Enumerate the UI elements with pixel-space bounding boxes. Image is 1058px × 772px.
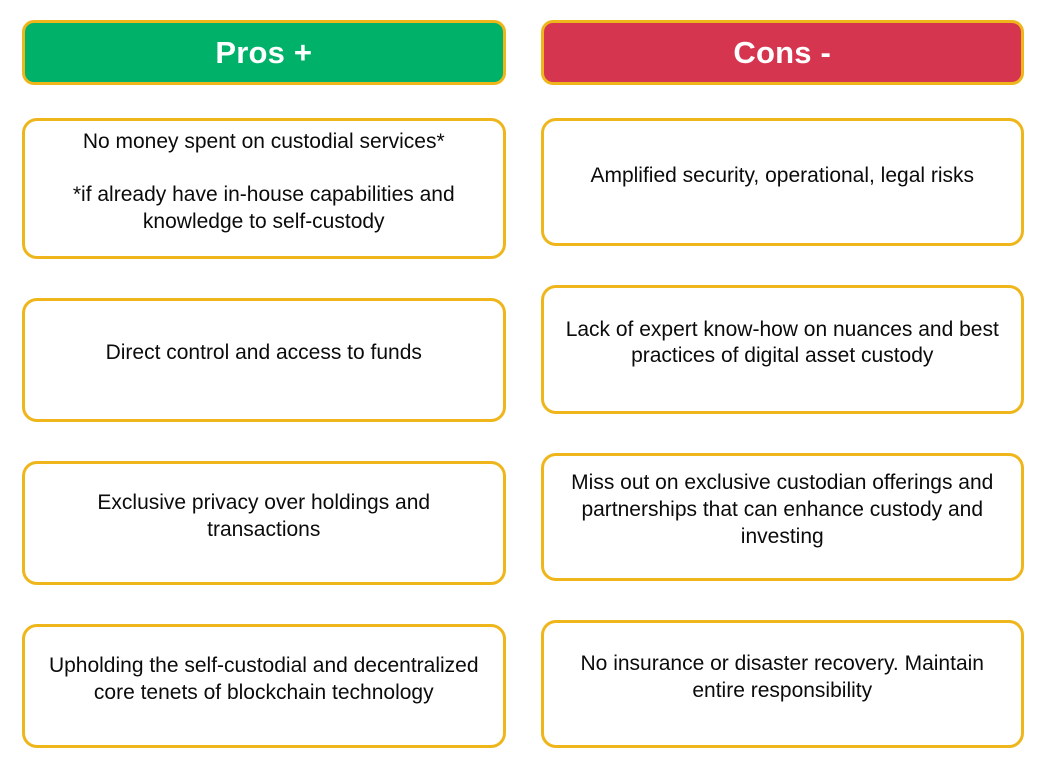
pros-card-4: Upholding the self-custodial and decentr… xyxy=(22,623,506,748)
pros-card-1: No money spent on custodial services* *i… xyxy=(22,118,506,259)
cons-card-2: Lack of expert know-how on nuances and b… xyxy=(540,285,1024,414)
pros-card-2: Direct control and access to funds xyxy=(22,297,506,422)
pros-card-4-text: Upholding the self-custodial and decentr… xyxy=(48,654,479,704)
cons-card-1-text: Amplified security, operational, legal r… xyxy=(590,163,975,187)
pros-card-3: Exclusive privacy over holdings and tran… xyxy=(22,460,506,585)
cons-card-3: Miss out on exclusive custodian offering… xyxy=(540,452,1024,581)
pros-card-1-text: No money spent on custodial services* xyxy=(82,130,445,153)
pros-card-1-note: *if already have in-house capabilities a… xyxy=(72,182,455,233)
columns-container: Pros + No money spent on custodial servi… xyxy=(22,20,1024,748)
column-header-cons: Cons - xyxy=(540,20,1024,85)
pros-card-2-text: Direct control and access to funds xyxy=(105,341,422,365)
column-header-pros-label: Pros + xyxy=(215,35,313,70)
pros-card-3-text: Exclusive privacy over holdings and tran… xyxy=(97,490,431,541)
cons-card-2-text: Lack of expert know-how on nuances and b… xyxy=(565,317,999,368)
column-pros: Pros + No money spent on custodial servi… xyxy=(22,20,506,748)
cons-card-4: No insurance or disaster recovery. Maint… xyxy=(540,619,1024,748)
cons-card-4-text: No insurance or disaster recovery. Maint… xyxy=(580,652,984,702)
column-header-cons-label: Cons - xyxy=(733,35,832,70)
cons-card-1: Amplified security, operational, legal r… xyxy=(540,118,1024,247)
card-list-pros: No money spent on custodial services* *i… xyxy=(22,118,506,748)
card-list-cons: Amplified security, operational, legal r… xyxy=(540,118,1024,748)
column-cons: Cons - Amplified security, operational, … xyxy=(540,20,1024,748)
cons-card-3-text: Miss out on exclusive custodian offering… xyxy=(571,471,994,549)
column-header-pros: Pros + xyxy=(22,20,506,85)
